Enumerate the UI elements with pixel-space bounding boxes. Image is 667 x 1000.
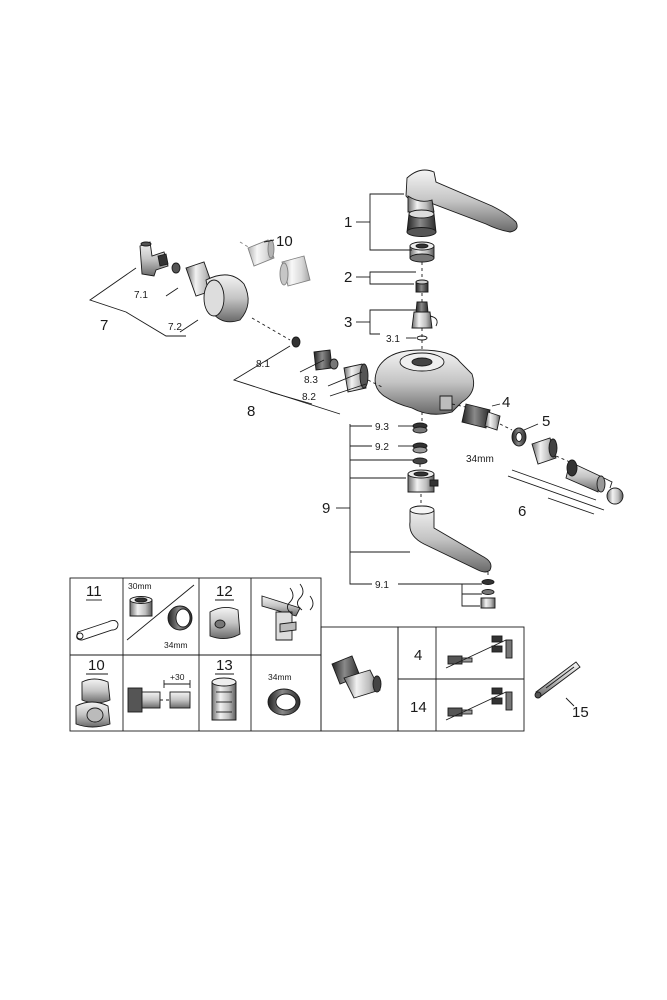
thermometer-icon [534, 661, 581, 699]
label-8-3: 8.3 [304, 375, 318, 386]
lever-handle [405, 169, 518, 233]
label-5-size: 34mm [466, 454, 494, 465]
retaining-ring [409, 241, 435, 263]
label-15: 15 [572, 704, 589, 721]
part-3-cartridge [411, 301, 438, 341]
label-7-2: 7.2 [168, 322, 182, 333]
cell-10-label: 10 [88, 657, 105, 674]
wrench-icon [76, 619, 119, 641]
cell-10-extension: +30 [170, 672, 185, 682]
ring-nut-icon [267, 688, 301, 716]
label-10: 10 [276, 233, 293, 250]
hot-water-fixture-icon [261, 583, 314, 641]
cell-4-label: 4 [414, 647, 422, 664]
label-8-1: 8.1 [256, 359, 270, 370]
label-7: 7 [100, 317, 108, 334]
extension-sleeve-icon [75, 678, 111, 728]
part-6-nut [531, 437, 558, 465]
cell-11-size-a: 30mm [128, 581, 152, 591]
label-9: 9 [322, 500, 330, 517]
spout [409, 505, 492, 573]
extension-dimension-icon [127, 680, 191, 713]
filter-sleeve-icon [211, 677, 237, 721]
label-6: 6 [518, 503, 526, 520]
part-10-extension [239, 239, 311, 287]
label-3: 3 [344, 314, 352, 331]
label-9-1: 9.1 [375, 580, 389, 591]
label-9-3: 9.3 [375, 422, 389, 433]
label-2: 2 [344, 269, 352, 286]
accessory-table: 11 30mm 34mm 12 [69, 577, 525, 732]
cell-11-size-b: 34mm [164, 640, 188, 650]
cell-11-label: 11 [86, 583, 102, 600]
part-6-wall-connector [565, 459, 624, 505]
mixer-body [374, 349, 475, 415]
part-9-washers [412, 422, 428, 465]
part-9-aerator [480, 579, 496, 609]
cell-13-label: 13 [216, 657, 233, 674]
cell-12-label: 12 [216, 583, 233, 600]
part-labels: 1 2 3 3.1 4 5 34mm 6 7 7.1 7.2 8 8.1 8.3… [100, 214, 589, 721]
cleaning-tool-icon [209, 607, 241, 639]
label-8-2: 8.2 [302, 392, 316, 403]
part-7-angle-valve [139, 241, 181, 277]
part-7-rosette [185, 261, 249, 323]
socket-34mm-icon [167, 605, 193, 631]
label-8: 8 [247, 403, 255, 420]
cartridge-nut [406, 209, 437, 237]
part-4-connector [461, 403, 501, 431]
part-2-insert [415, 279, 429, 293]
cell-14-label: 14 [410, 699, 427, 716]
label-4: 4 [502, 394, 510, 411]
label-1: 1 [344, 214, 352, 231]
label-7-1: 7.1 [134, 290, 148, 301]
replacement-cartridge-icon [331, 655, 382, 699]
connector-set-14-icon [445, 687, 513, 721]
cell-13-size: 34mm [268, 672, 292, 682]
part-9-coupling [407, 469, 439, 493]
part-5-seal [511, 427, 527, 447]
leader-lines [89, 193, 613, 707]
label-5: 5 [542, 413, 550, 430]
connector-set-4-icon [445, 635, 513, 669]
label-3-1: 3.1 [386, 334, 400, 345]
label-9-2: 9.2 [375, 442, 389, 453]
socket-30mm-icon [129, 596, 153, 617]
